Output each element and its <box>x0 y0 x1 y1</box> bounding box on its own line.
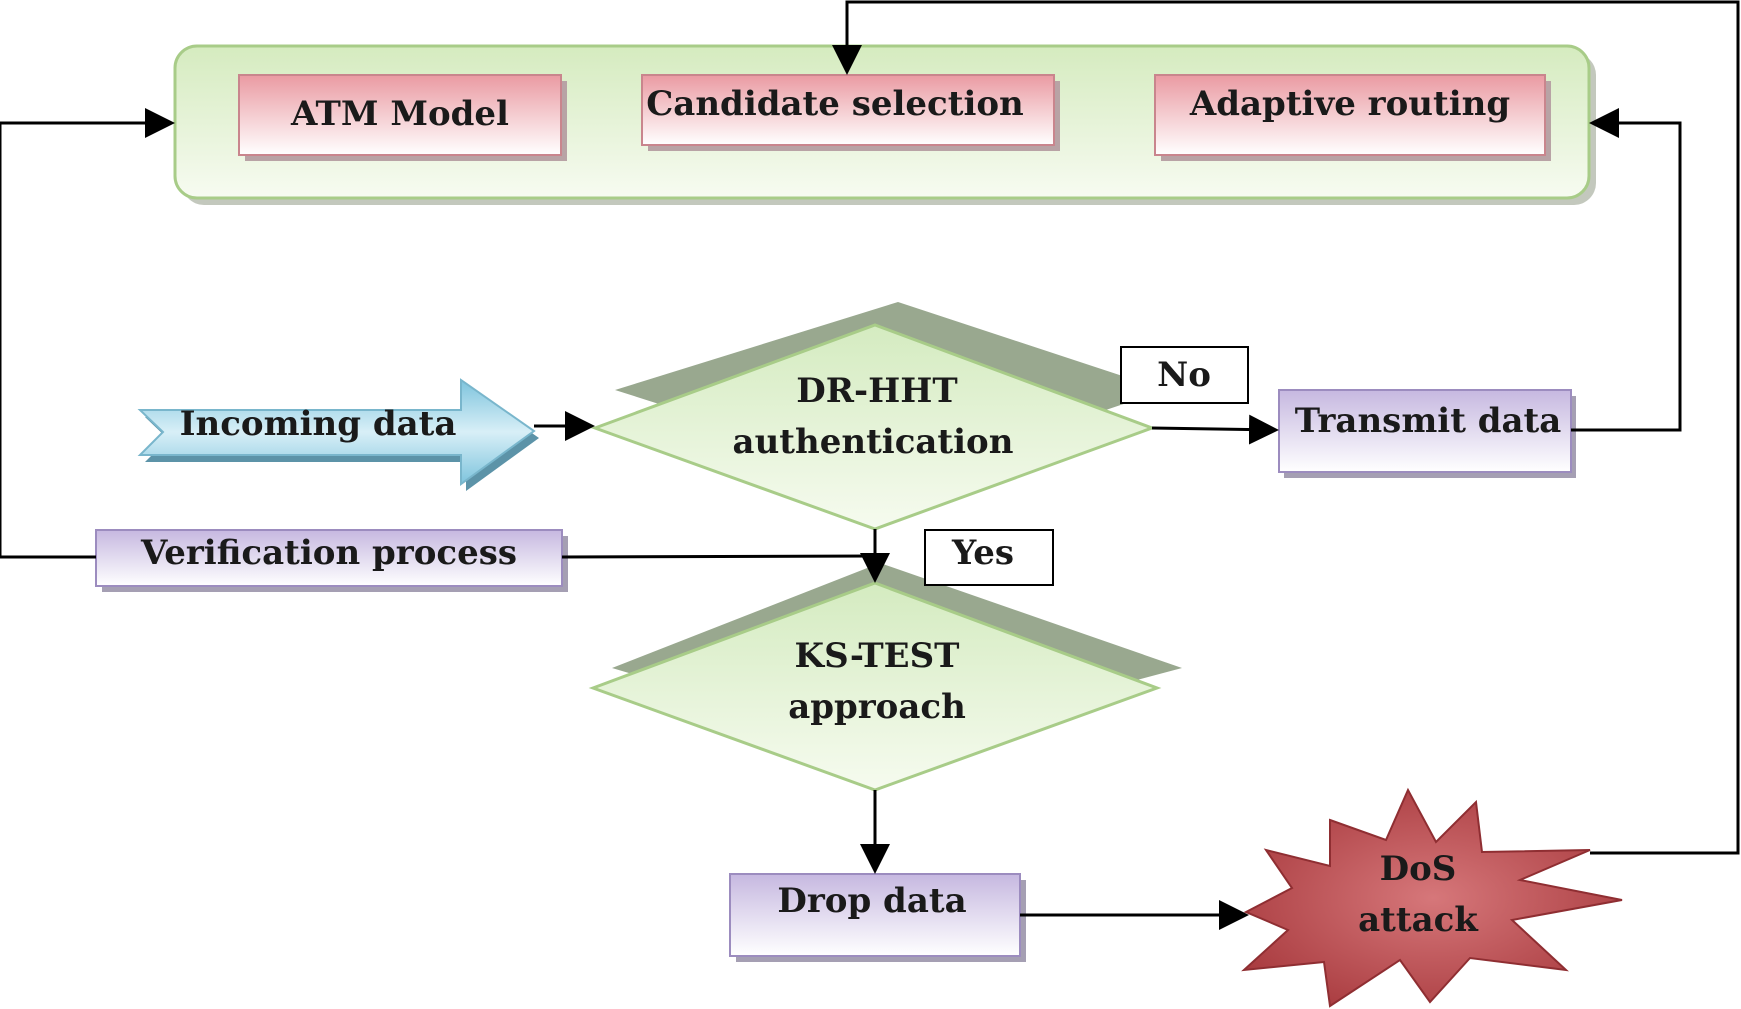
dos-line1: DoS <box>1380 849 1457 889</box>
transmit-data-label: Transmit data <box>1295 401 1562 441</box>
connector-verification-to-path <box>561 554 876 559</box>
no-label: No <box>1157 355 1211 395</box>
incoming-data-arrow: Incoming data <box>137 378 539 491</box>
connector-transmit-to-routing <box>1571 108 1682 432</box>
verification-process-label: Verification process <box>140 533 517 573</box>
ks-test-decision: KS-TEST approach <box>588 563 1182 792</box>
dr-hht-decision: DR-HHT authentication <box>590 302 1165 531</box>
verification-process-box: Verification process <box>95 529 568 592</box>
connector-drhht-to-transmit <box>1151 414 1279 445</box>
dos-attack-burst: DoS attack <box>1241 787 1623 1008</box>
incoming-data-label: Incoming data <box>180 404 457 444</box>
drop-data-box: Drop data <box>729 873 1026 962</box>
candidate-selection-label: Candidate selection <box>646 84 1024 124</box>
adaptive-routing-label: Adaptive routing <box>1189 84 1510 124</box>
no-label-box: No <box>1120 346 1249 404</box>
yes-label-box: Yes <box>924 529 1054 586</box>
dos-line2: attack <box>1358 900 1479 940</box>
atm-model-label: ATM Model <box>290 94 509 134</box>
atm-model-box: ATM Model <box>238 74 567 161</box>
candidate-selection-box: Candidate selection <box>641 74 1060 151</box>
drop-data-label: Drop data <box>777 881 966 921</box>
dr-hht-line2: authentication <box>733 422 1014 462</box>
connector-verification-to-atm <box>0 108 175 559</box>
ks-test-line1: KS-TEST <box>795 636 960 676</box>
dr-hht-line1: DR-HHT <box>796 371 957 411</box>
ks-test-line2: approach <box>788 687 966 727</box>
adaptive-routing-box: Adaptive routing <box>1154 74 1551 161</box>
transmit-data-box: Transmit data <box>1278 389 1576 478</box>
yes-label: Yes <box>951 533 1014 573</box>
connector-dos-to-candidate <box>832 0 1740 855</box>
